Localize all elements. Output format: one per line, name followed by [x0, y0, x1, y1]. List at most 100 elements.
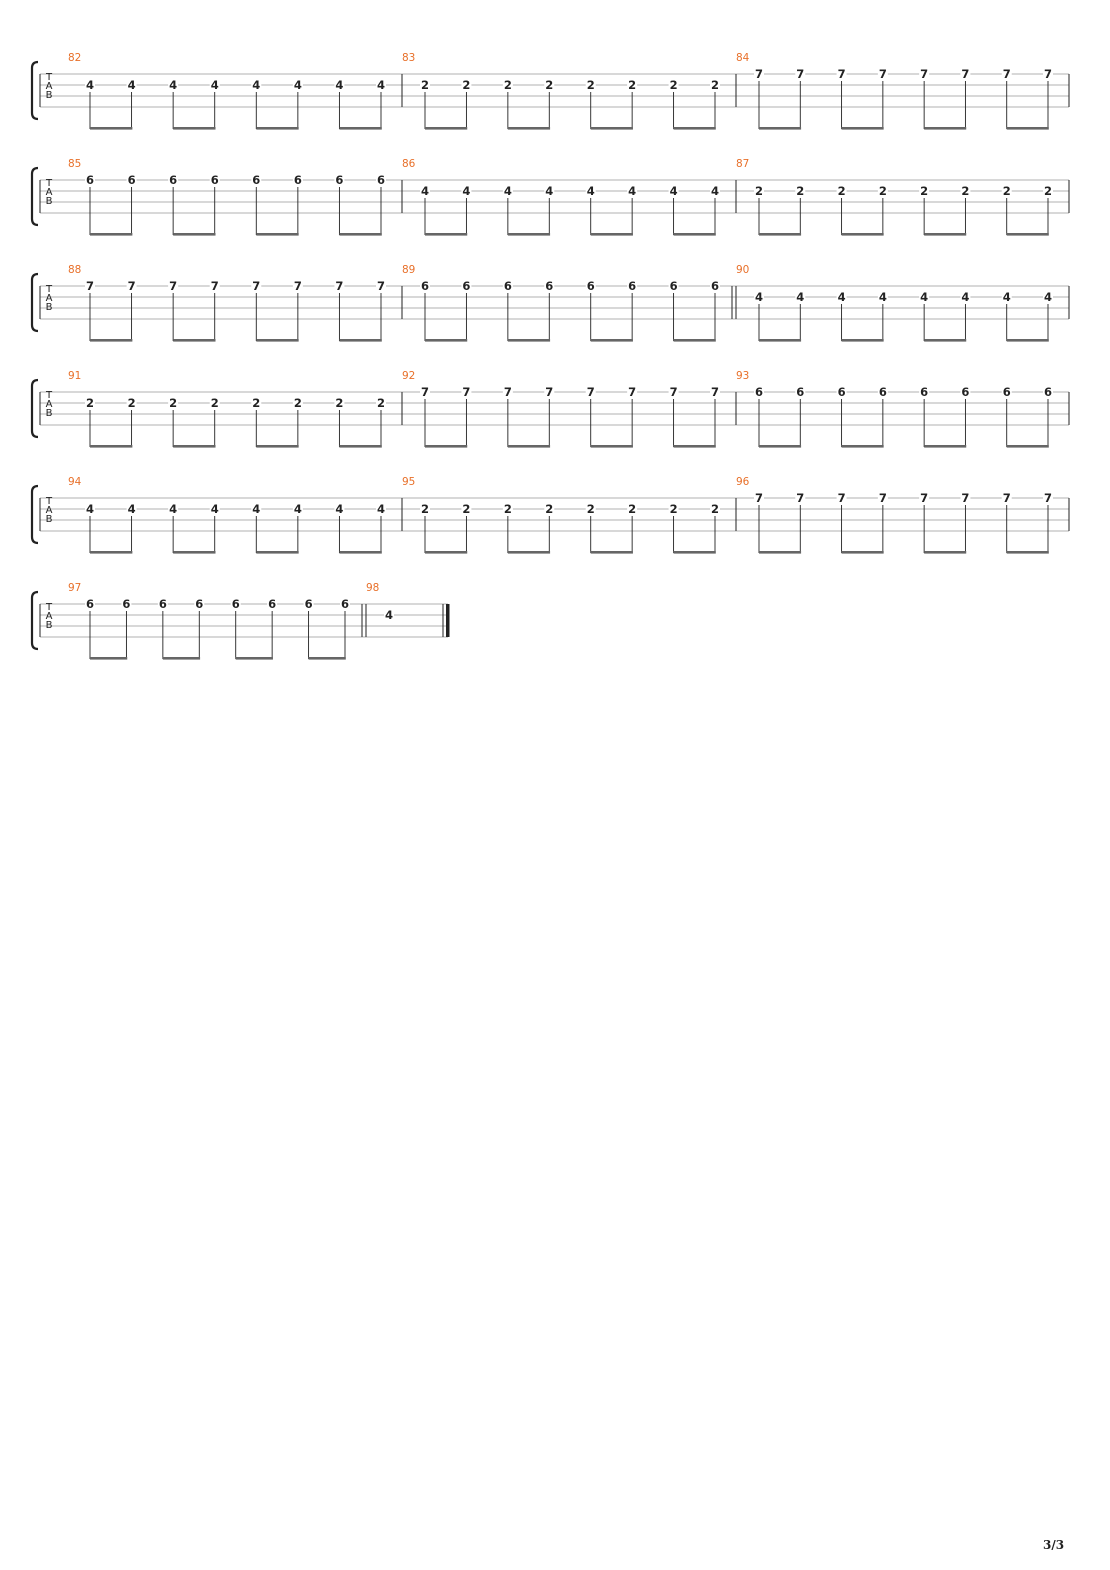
fret-number: 6	[268, 597, 276, 611]
fret-number: 4	[628, 184, 636, 198]
fret-number: 2	[587, 78, 595, 92]
tab-clef-letter: B	[46, 408, 53, 419]
fret-number: 6	[232, 597, 240, 611]
fret-number: 6	[86, 597, 94, 611]
note-background	[168, 174, 179, 186]
beam	[173, 551, 216, 554]
fret-number: 6	[169, 173, 177, 187]
fret-number: 4	[504, 184, 512, 198]
note-background	[251, 79, 262, 91]
beam	[673, 127, 716, 130]
note-background	[795, 185, 806, 197]
beam	[90, 657, 128, 660]
note-background	[502, 280, 513, 292]
fret-number: 2	[796, 184, 804, 198]
fret-number: 7	[628, 385, 636, 399]
note-background	[710, 386, 720, 398]
note-background	[251, 397, 262, 409]
beam	[1006, 445, 1049, 448]
tab-clef-letter: B	[46, 620, 53, 631]
measure-number: 82	[68, 52, 81, 64]
fret-number: 7	[128, 279, 136, 293]
note-background	[544, 79, 555, 91]
note-background	[420, 503, 430, 515]
note-background	[754, 492, 764, 504]
beam	[339, 127, 382, 130]
note-background	[376, 280, 386, 292]
fret-number: 6	[377, 173, 385, 187]
note-background	[877, 68, 888, 80]
fret-number: 4	[169, 502, 177, 516]
fret-number: 2	[86, 396, 94, 410]
fret-number: 4	[128, 78, 136, 92]
beam	[507, 233, 551, 236]
note-background	[795, 492, 806, 504]
note-background	[292, 397, 303, 409]
note-background	[754, 185, 764, 197]
beam	[590, 233, 633, 236]
note-background	[585, 386, 596, 398]
fret-number: 4	[462, 184, 470, 198]
fret-number: 4	[670, 184, 678, 198]
note-background	[960, 492, 971, 504]
fret-number: 2	[755, 184, 763, 198]
page-number: 3/3	[1043, 1538, 1065, 1552]
note-background	[420, 185, 430, 197]
note-background	[209, 174, 220, 186]
note-background	[754, 291, 764, 303]
note-background	[168, 79, 179, 91]
measure-number: 93	[736, 370, 749, 382]
beam	[308, 657, 346, 660]
note-background	[836, 185, 847, 197]
note-background	[668, 79, 679, 91]
fret-number: 4	[169, 78, 177, 92]
fret-number: 2	[1003, 184, 1011, 198]
measure-number: 96	[736, 476, 750, 488]
fret-number: 6	[335, 173, 343, 187]
note-background	[1001, 185, 1012, 197]
beam	[673, 445, 716, 448]
note-background	[85, 397, 95, 409]
measure-number: 86	[402, 158, 416, 170]
system-bracket	[30, 590, 39, 651]
note-background	[168, 503, 179, 515]
note-background	[461, 503, 472, 515]
fret-number: 7	[169, 279, 177, 293]
measure-number: 98	[366, 582, 379, 594]
fret-number: 4	[711, 184, 719, 198]
fret-number: 2	[628, 78, 636, 92]
tab-clef-letter: A	[46, 293, 53, 304]
fret-number: 6	[159, 597, 167, 611]
fret-number: 2	[169, 396, 177, 410]
note-background	[960, 185, 971, 197]
fret-number: 4	[335, 502, 343, 516]
beam	[507, 127, 551, 130]
final-barline-thick	[446, 604, 450, 637]
fret-number: 4	[211, 502, 219, 516]
beam	[759, 127, 802, 130]
note-background	[194, 598, 205, 610]
note-background	[668, 280, 679, 292]
beam	[759, 339, 802, 342]
note-background	[710, 185, 720, 197]
note-background	[251, 280, 262, 292]
fret-number: 6	[755, 385, 763, 399]
fret-number: 2	[879, 184, 887, 198]
fret-number: 4	[252, 502, 260, 516]
fret-number: 4	[920, 290, 928, 304]
note-background	[877, 492, 888, 504]
fret-number: 2	[335, 396, 343, 410]
fret-number: 7	[838, 67, 846, 81]
note-background	[919, 291, 930, 303]
note-background	[960, 68, 971, 80]
fret-number: 7	[252, 279, 260, 293]
note-background	[754, 386, 764, 398]
note-background	[168, 280, 179, 292]
note-background	[85, 280, 95, 292]
fret-number: 4	[1003, 290, 1011, 304]
